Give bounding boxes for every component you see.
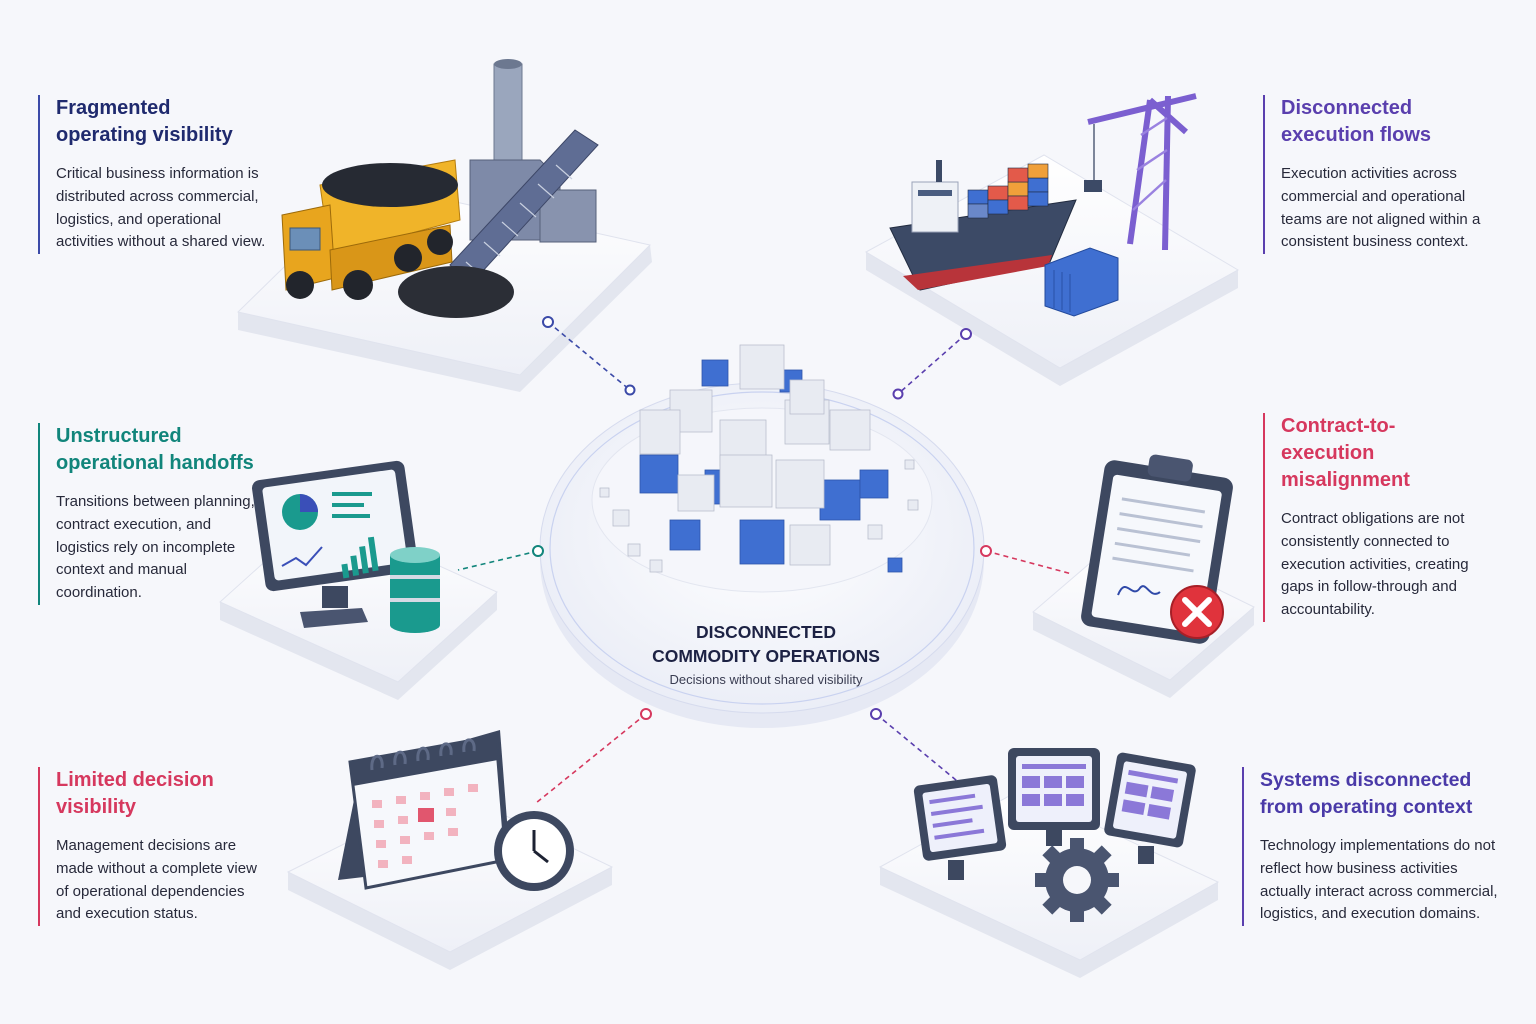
calendar-clock-icon	[338, 730, 574, 891]
topic-title: Fragmented operating visibility	[56, 95, 276, 149]
topic-description: Execution activities across commercial a…	[1281, 165, 1481, 251]
clipboard-error-icon	[1081, 454, 1233, 644]
platform-execution-flows	[864, 154, 1240, 386]
title-line: Systems disconnected	[1260, 769, 1472, 791]
center-title: DISCONNECTED COMMODITY OPERATIONS	[606, 620, 926, 668]
title-line: from operating context	[1260, 796, 1473, 818]
center-subtitle: Decisions without shared visibility	[669, 672, 863, 687]
topic-title: Contract-to- execution misalignment	[1281, 413, 1481, 494]
center-title-line: COMMODITY OPERATIONS	[652, 646, 880, 666]
topic-unstructured-handoffs: Unstructured operational handoffs Transi…	[38, 423, 256, 605]
title-line: visibility	[56, 796, 137, 818]
topic-contract-misalignment: Contract-to- execution misalignment Cont…	[1263, 413, 1481, 622]
topic-description: Critical business information is distrib…	[56, 165, 266, 251]
topic-description: Technology implementations do not reflec…	[1260, 837, 1498, 923]
connector-lines	[457, 321, 1073, 804]
title-line: misalignment	[1281, 469, 1410, 491]
topic-disconnected-execution: Disconnected execution flows Execution a…	[1263, 95, 1481, 255]
title-line: Limited decision	[56, 769, 214, 791]
data-cubes-icon	[599, 344, 919, 573]
platform-handoffs	[219, 511, 498, 700]
monitors-gear-icon	[913, 748, 1196, 922]
platform-systems	[878, 789, 1220, 978]
topic-title: Limited decision visibility	[56, 767, 266, 821]
topic-systems-disconnected: Systems disconnected from operating cont…	[1242, 767, 1510, 927]
center-title-line: DISCONNECTED	[695, 622, 836, 642]
mining-truck-icon	[281, 59, 599, 318]
title-line: execution	[1281, 442, 1375, 464]
title-line: Fragmented	[56, 97, 171, 119]
title-line: operating visibility	[56, 124, 233, 146]
topic-fragmented-visibility: Fragmented operating visibility Critical…	[38, 95, 276, 255]
title-line: Contract-to-	[1281, 415, 1396, 437]
platform-contract	[1032, 539, 1255, 698]
topic-description: Contract obligations are not consistentl…	[1281, 510, 1469, 619]
topic-title: Systems disconnected from operating cont…	[1260, 767, 1510, 821]
topic-limited-decision: Limited decision visibility Management d…	[38, 767, 266, 927]
topic-description: Management decisions are made without a …	[56, 837, 257, 923]
topic-title: Unstructured operational handoffs	[56, 423, 256, 477]
topic-description: Transitions between planning, contract e…	[56, 493, 255, 602]
title-line: execution flows	[1281, 124, 1432, 146]
platform-decision	[286, 789, 614, 970]
title-line: Disconnected	[1281, 97, 1413, 119]
title-line: operational handoffs	[56, 452, 254, 474]
platform-fragmented	[236, 182, 652, 392]
monitor-database-icon	[251, 460, 440, 633]
topic-title: Disconnected execution flows	[1281, 95, 1481, 149]
cargo-ship-crane-icon	[889, 93, 1197, 317]
title-line: Unstructured	[56, 425, 182, 447]
